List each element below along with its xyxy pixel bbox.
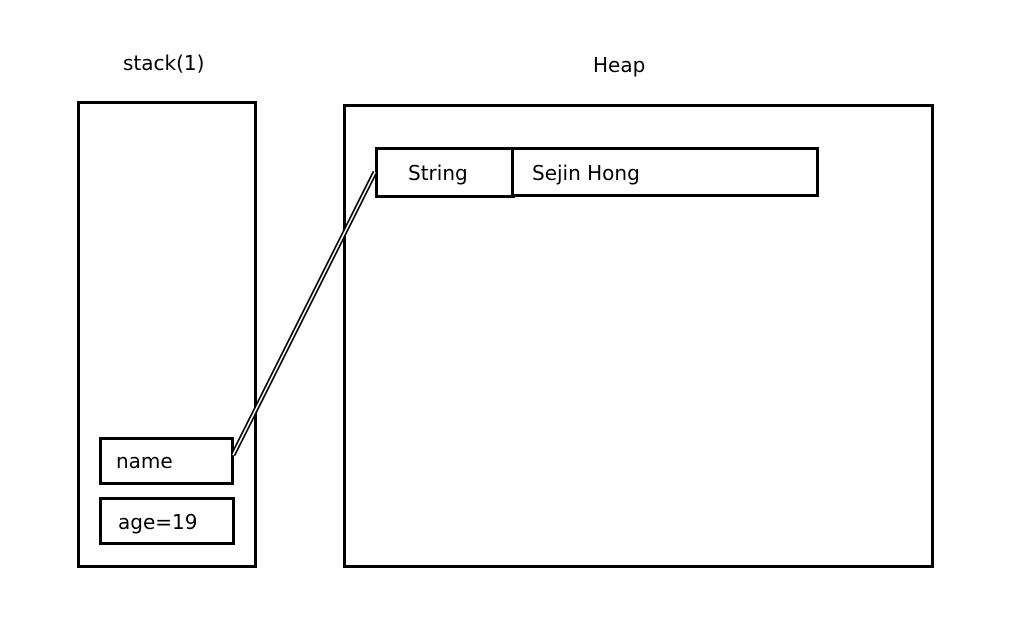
heap-title: Heap	[593, 53, 646, 77]
stack-variable-name-label: name	[116, 449, 173, 473]
heap-object-type-label: String	[408, 161, 468, 185]
stack-variable-name: name	[99, 437, 234, 485]
stack-frame	[77, 101, 257, 568]
stack-title: stack(1)	[123, 51, 205, 75]
heap-object-value-cell: Sejin Hong	[511, 147, 819, 197]
stack-variable-age: age=19	[99, 497, 235, 545]
heap-object-value-label: Sejin Hong	[532, 161, 640, 185]
stack-variable-age-label: age=19	[118, 510, 198, 534]
heap-object-type-cell: String	[375, 147, 515, 198]
